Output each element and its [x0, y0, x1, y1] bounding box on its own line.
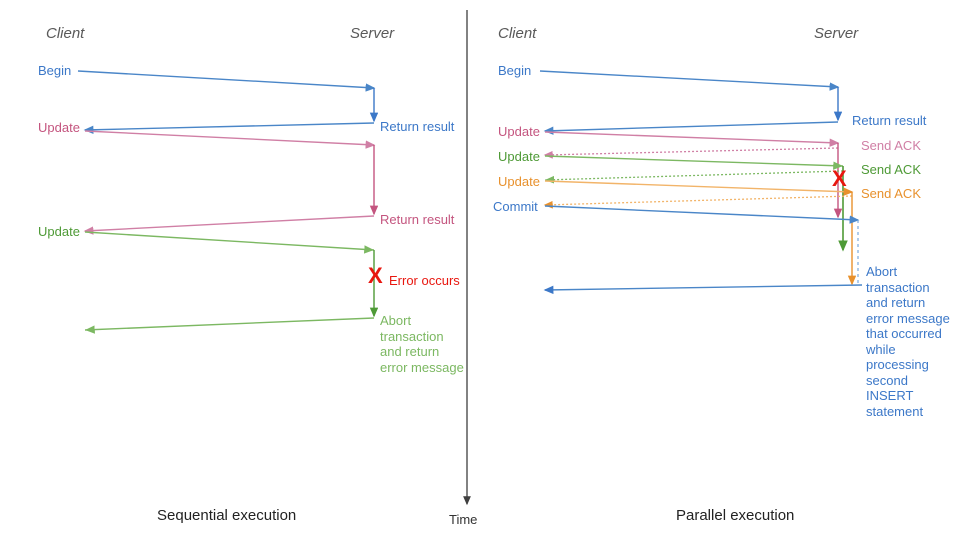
left-role-server: Server [350, 25, 395, 42]
right-panel-caption: Parallel execution [676, 507, 795, 524]
left-label-return-result-2: Return result [380, 212, 455, 227]
arrow-begin-request-p [539, 70, 840, 91]
arrow-update3-request-p [544, 180, 854, 196]
right-label-return-result: Return result [852, 113, 927, 128]
left-label-update-2: Update [38, 224, 80, 239]
arrow-return-result-2 [83, 215, 375, 235]
arrow-commit-request [544, 205, 860, 224]
arrow-ack3-dotted [543, 195, 853, 209]
arrow-ack2-dotted [544, 170, 844, 184]
right-panel-arrows [539, 70, 863, 295]
arrow-abort-return [84, 317, 375, 334]
left-role-client: Client [46, 25, 85, 42]
arrow-begin-request [77, 70, 376, 92]
arrow-update2-request-p [544, 155, 844, 170]
arrow-abort-return-p [543, 284, 863, 295]
left-abort-message: Abort transaction and return error messa… [380, 313, 464, 375]
left-label-return-result-1: Return result [380, 119, 455, 134]
right-label-commit: Commit [493, 199, 538, 214]
right-role-server: Server [814, 25, 859, 42]
right-role-client: Client [498, 25, 537, 42]
right-label-send-ack-3: Send ACK [861, 186, 921, 201]
arrow-update1-request [84, 130, 376, 149]
right-label-send-ack-1: Send ACK [861, 138, 921, 153]
left-label-update-1: Update [38, 120, 80, 135]
right-label-update-2: Update [498, 149, 540, 164]
left-label-error-occurs: Error occurs [389, 273, 460, 288]
left-panel-arrows [77, 70, 379, 334]
left-panel-caption: Sequential execution [157, 507, 297, 524]
arrow-return-result-1 [83, 122, 375, 134]
right-label-update-3: Update [498, 174, 540, 189]
right-error-x-icon: X [832, 166, 847, 191]
right-abort-message: Abort transaction and return error messa… [866, 264, 950, 419]
right-label-begin: Begin [498, 63, 532, 78]
right-label-update-1: Update [498, 124, 540, 139]
left-error-x-icon: X [368, 263, 383, 288]
arrow-update2-request [84, 231, 375, 254]
arrow-return-result-p [543, 121, 839, 135]
time-axis-label: Time [449, 512, 478, 527]
right-label-send-ack-2: Send ACK [861, 162, 921, 177]
arrow-ack1-dotted [543, 147, 839, 159]
arrow-update1-request-p [544, 131, 840, 147]
left-label-begin: Begin [38, 63, 72, 78]
